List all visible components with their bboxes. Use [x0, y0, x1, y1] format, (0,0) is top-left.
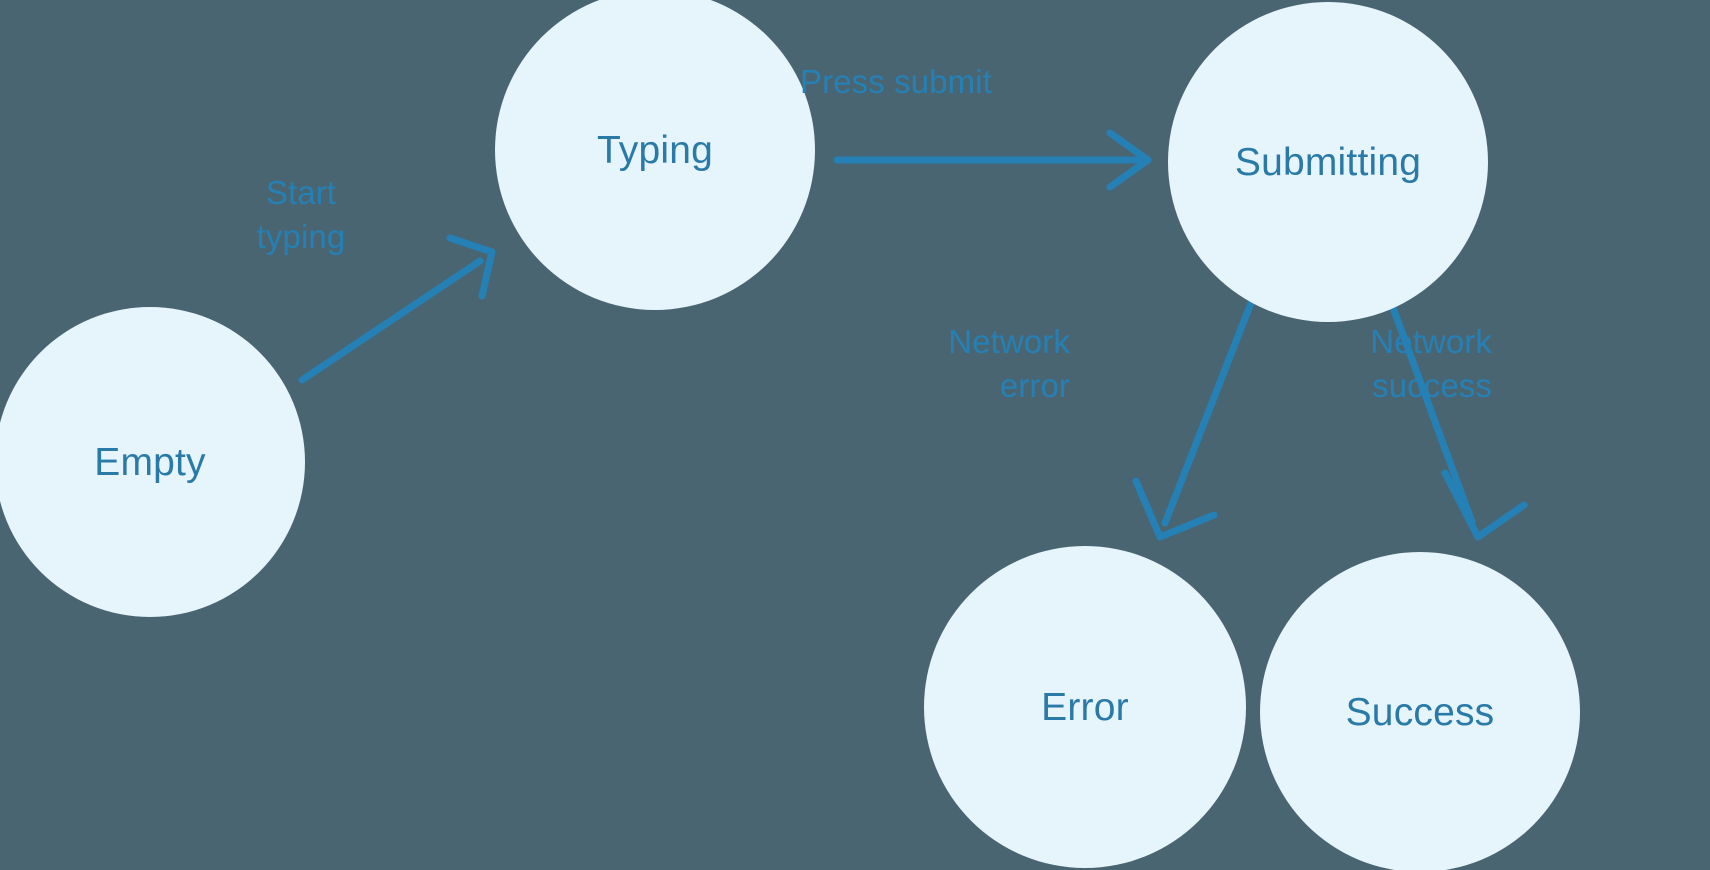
node-typing-label: Typing — [596, 128, 714, 172]
edge-label-start-typing-line1: Start — [265, 174, 337, 211]
node-submitting-label: Submitting — [1234, 140, 1422, 184]
edge-press-submit-arrowhead — [1106, 129, 1152, 191]
edge-label-network-error-line1: Network — [948, 323, 1070, 360]
node-success-label: Success — [1345, 690, 1495, 734]
edge-label-network-success-line2: success — [1372, 366, 1492, 404]
node-typing[interactable]: Typing — [495, 0, 815, 310]
edge-start-typing-line — [298, 257, 484, 384]
edge-label-network-success-line1: Network — [1370, 323, 1492, 360]
node-submitting[interactable]: Submitting — [1168, 2, 1488, 322]
edge-network-error — [1132, 294, 1257, 541]
edge-label-network-error: Network error — [855, 320, 1070, 407]
edge-press-submit — [833, 129, 1152, 191]
edge-label-start-typing-line2: typing — [256, 217, 346, 255]
edge-start-typing — [298, 234, 496, 384]
edge-label-network-success: Network success — [1270, 320, 1492, 407]
edge-label-start-typing: Start typing — [221, 171, 381, 258]
node-error[interactable]: Error — [924, 546, 1246, 868]
node-success[interactable]: Success — [1260, 552, 1580, 870]
edge-network-error-line — [1161, 294, 1257, 527]
node-error-label: Error — [1041, 685, 1129, 729]
node-empty-label: Empty — [94, 440, 206, 484]
node-empty[interactable]: Empty — [0, 307, 305, 617]
edge-start-typing-arrowhead — [446, 234, 496, 300]
edge-label-network-error-line2: error — [999, 366, 1070, 404]
edge-label-press-submit-line1: Press submit — [800, 63, 992, 100]
edge-label-press-submit: Press submit — [800, 60, 1060, 104]
edge-network-error-arrowhead — [1132, 477, 1218, 541]
edge-network-success-arrowhead — [1441, 469, 1528, 541]
